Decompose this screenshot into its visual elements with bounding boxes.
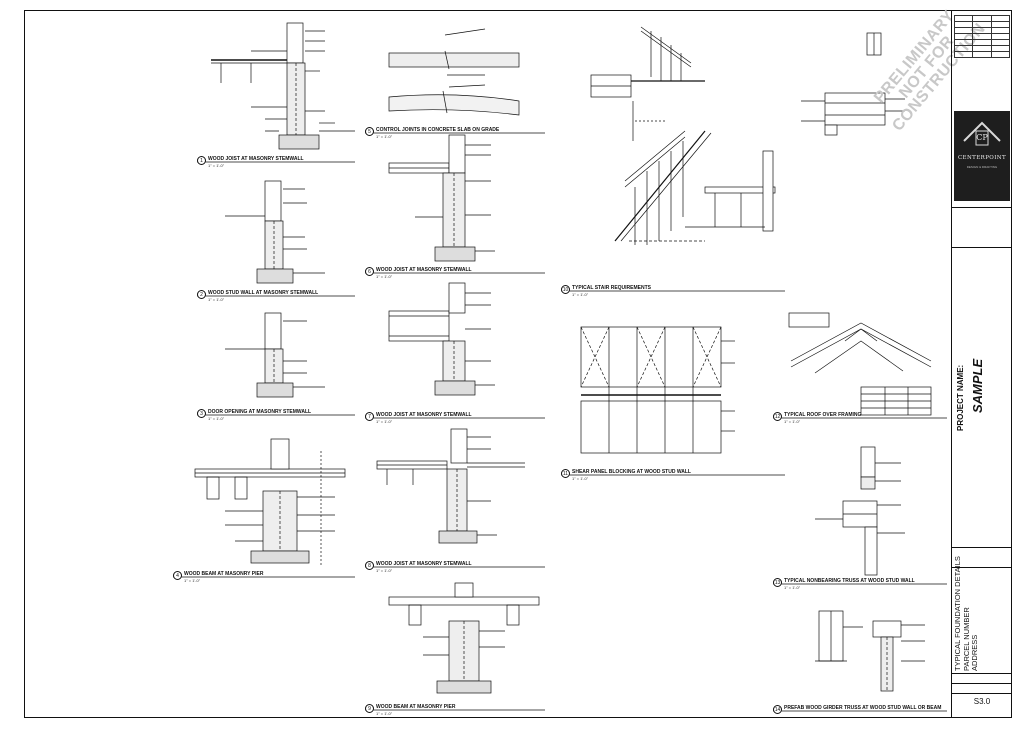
- detail-beam-section: [801, 32, 905, 136]
- detail-7-scale: 1" = 1'-0": [376, 419, 393, 424]
- revision-table: [953, 15, 1011, 58]
- detail-5-drawing: [388, 28, 520, 116]
- detail-9-drawing: [388, 582, 540, 694]
- detail-11-drawing: [580, 326, 735, 454]
- title-block-divider: [952, 247, 1012, 248]
- title-block: CP CENTERPOINT DESIGN & DRAFTING PROJECT…: [951, 11, 1012, 717]
- detail-12-drawing: [788, 312, 932, 416]
- detail-6-callout: 6: [365, 267, 374, 276]
- detail-10-drawing: [590, 26, 776, 245]
- title-block-divider: [952, 567, 1012, 568]
- detail-14-drawing: [815, 610, 925, 692]
- detail-10-title: TYPICAL STAIR REQUIREMENTS: [572, 285, 651, 291]
- detail-9-scale: 1" = 1'-0": [376, 711, 393, 716]
- house-logo-icon: [963, 121, 1001, 146]
- logo-letters: CP: [976, 133, 988, 142]
- project-name-value: SAMPLE: [970, 358, 985, 413]
- detail-13-callout: 13: [773, 578, 782, 587]
- detail-1-scale: 1" = 1'-0": [208, 163, 225, 168]
- title-block-divider: [952, 693, 1012, 694]
- detail-2-title: WOOD STUD WALL AT MASONRY STEMWALL: [208, 290, 319, 296]
- detail-7-callout: 7: [365, 412, 374, 421]
- detail-8-title: WOOD JOIST AT MASONRY STEMWALL: [376, 561, 472, 567]
- detail-5-title: CONTROL JOINTS IN CONCRETE SLAB ON GRADE: [376, 127, 500, 133]
- detail-11-title: SHEAR PANEL BLOCKING AT WOOD STUD WALL: [572, 469, 691, 475]
- title-block-divider: [952, 207, 1012, 208]
- detail-3-drawing: [225, 312, 325, 398]
- detail-2-drawing: [225, 180, 325, 284]
- detail-1-drawing: [211, 22, 355, 150]
- detail-2-callout: 2: [197, 290, 206, 299]
- detail-14-title: PREFAB WOOD GIRDER TRUSS AT WOOD STUD WA…: [784, 705, 942, 711]
- detail-11-callout: 11: [561, 469, 570, 478]
- sheet-title: TYPICAL FOUNDATION DETAILS PARCEL NUMBER…: [953, 521, 980, 671]
- detail-10-callout: 10: [561, 285, 570, 294]
- title-block-divider: [952, 673, 1012, 674]
- company-logo: CP CENTERPOINT DESIGN & DRAFTING: [954, 111, 1010, 201]
- detail-6-drawing: [388, 134, 495, 262]
- sheet-number: S3.0: [973, 697, 991, 706]
- address: ADDRESS: [970, 634, 979, 671]
- detail-12-scale: 1" = 1'-0": [784, 419, 801, 424]
- detail-12-callout: 12: [773, 412, 782, 421]
- detail-1-title: WOOD JOIST AT MASONRY STEMWALL: [208, 156, 304, 162]
- detail-13-title: TYPICAL NONBEARING TRUSS AT WOOD STUD WA…: [784, 578, 915, 584]
- detail-6-scale: 1" = 1'-0": [376, 274, 393, 279]
- detail-3-title: DOOR OPENING AT MASONRY STEMWALL: [208, 409, 312, 415]
- detail-4-scale: 1" = 1'-0": [184, 578, 201, 583]
- detail-13-drawing: [815, 446, 905, 576]
- title-block-divider: [952, 547, 1012, 548]
- title-block-divider: [952, 683, 1012, 684]
- details-drawing-area: [173, 22, 947, 712]
- company-name: CENTERPOINT: [957, 155, 1007, 161]
- detail-13-scale: 1" = 1'-0": [784, 585, 801, 590]
- detail-5-callout: 5: [365, 127, 374, 136]
- detail-3-callout: 3: [197, 409, 206, 418]
- drawing-sheet: 1 WOOD JOIST AT MASONRY STEMWALL 1" = 1'…: [24, 7, 1012, 718]
- detail-8-scale: 1" = 1'-0": [376, 568, 393, 573]
- detail-7-title: WOOD JOIST AT MASONRY STEMWALL: [376, 412, 472, 418]
- detail-5-scale: 1" = 1'-0": [376, 134, 393, 139]
- detail-8-callout: 8: [365, 561, 374, 570]
- detail-4-title: WOOD BEAM AT MASONRY PIER: [184, 571, 264, 577]
- company-subtitle: DESIGN & DRAFTING: [966, 165, 998, 169]
- detail-9-title: WOOD BEAM AT MASONRY PIER: [376, 704, 456, 710]
- detail-4-callout: 4: [173, 571, 182, 580]
- detail-3-scale: 1" = 1'-0": [208, 416, 225, 421]
- detail-1-callout: 1: [197, 156, 206, 165]
- detail-4-drawing: [194, 438, 346, 567]
- detail-12-title: TYPICAL ROOF OVER FRAMING: [784, 412, 862, 418]
- detail-8-drawing: [376, 428, 525, 544]
- detail-9-callout: 9: [365, 704, 374, 713]
- detail-10-scale: 1" = 1'-0": [572, 292, 589, 297]
- detail-6-title: WOOD JOIST AT MASONRY STEMWALL: [376, 267, 472, 273]
- detail-7-drawing: [388, 282, 495, 396]
- detail-14-callout: 14: [773, 705, 782, 714]
- detail-2-scale: 1" = 1'-0": [208, 297, 225, 302]
- detail-title-underlines: [173, 132, 947, 712]
- detail-11-scale: 1" = 1'-0": [572, 476, 589, 481]
- project-name-label: PROJECT NAME:: [956, 364, 965, 431]
